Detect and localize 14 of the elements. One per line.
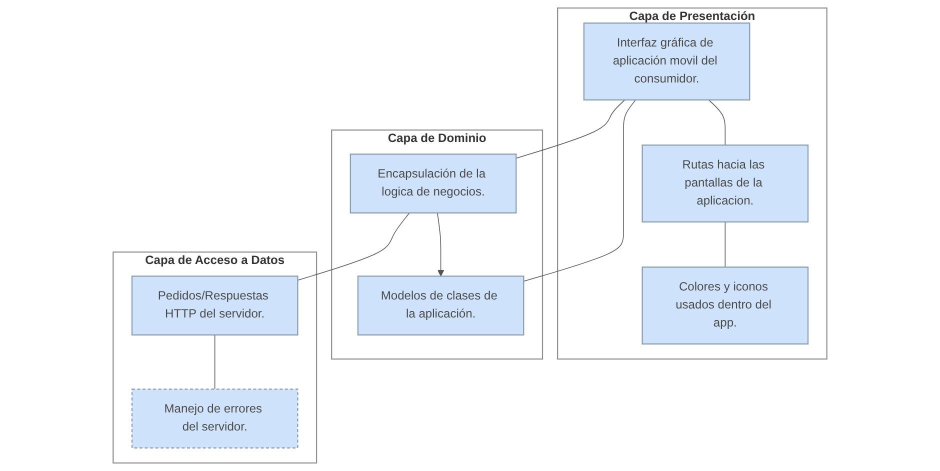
connector	[724, 222, 726, 268]
node-box: Rutas hacia las pantallas de la aplicacion.	[642, 144, 809, 222]
node-box: Encapsulación de la logica de negocios.	[350, 154, 517, 214]
node-box: Interfaz gráfica de aplicación movil del consumidor.	[583, 22, 750, 100]
connector	[297, 212, 410, 281]
arrow	[437, 212, 444, 276]
node-box: Modelos de clases de la aplicación.	[357, 276, 524, 336]
connector	[516, 100, 626, 159]
node-box: Pedidos/Respuestas HTTP del servidor.	[131, 276, 298, 336]
connector	[214, 334, 216, 390]
node-box: Colores y iconos usados dentro del app.	[642, 266, 809, 345]
node-box: Manejo de errores del servidor.	[131, 388, 298, 448]
connector	[708, 100, 726, 146]
connector	[523, 100, 636, 282]
